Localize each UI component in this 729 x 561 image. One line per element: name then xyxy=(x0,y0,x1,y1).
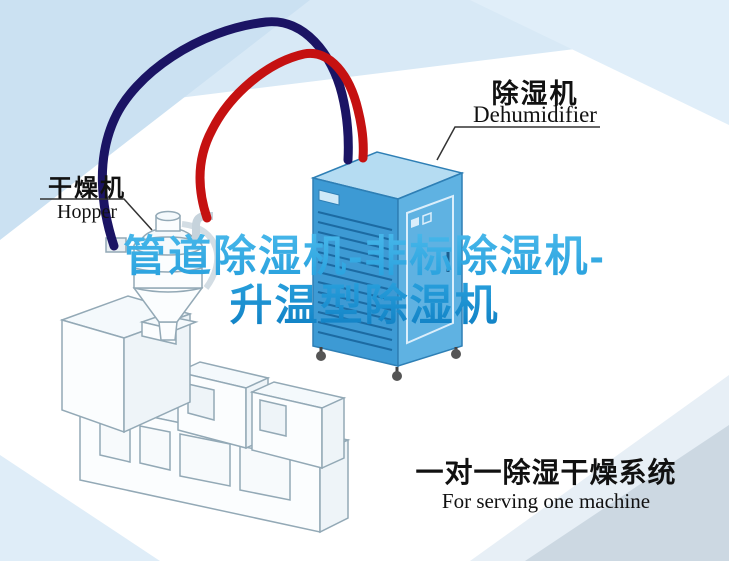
callout-lines xyxy=(40,126,600,231)
dryer-label-en: Hopper xyxy=(57,201,117,223)
machine-guard-boxes xyxy=(175,361,347,470)
caption-en: For serving one machine xyxy=(441,489,651,513)
dehumidifier-door xyxy=(406,194,454,345)
dryer-label-cn: 干燥机 xyxy=(48,175,126,202)
dehumidifier-unit xyxy=(310,151,465,381)
supply-pipe-red xyxy=(195,48,368,223)
main-title: 管道除湿机-非标除湿机- 升温型除湿机 xyxy=(0,233,729,331)
main-title-line1: 管道除湿机-非标除湿机- xyxy=(123,233,606,281)
dehumidifier-callout-line xyxy=(436,126,600,161)
molding-machine xyxy=(59,295,351,534)
background-topleft-triangle xyxy=(0,0,310,240)
hopper-band-line xyxy=(133,267,203,273)
hopper-dryer xyxy=(105,210,221,341)
background-bottomright-gray xyxy=(525,425,729,561)
dehumidifier-label-cn: 除湿机 xyxy=(491,79,579,109)
return-pipe-navy xyxy=(97,17,353,251)
background-topright-triangle xyxy=(470,0,729,125)
background-bottomleft-triangle xyxy=(0,455,160,561)
dryer-callout-line xyxy=(40,198,153,231)
pipes xyxy=(97,17,368,251)
caption-cn: 一对一除湿干燥系统 xyxy=(415,457,677,488)
dehumidifier-label-en: Dehumidifier xyxy=(473,102,597,127)
main-title-line2: 升温型除湿机 xyxy=(229,282,500,330)
dehumidifier-display-panel xyxy=(318,189,340,206)
dehumidifier-vent-slats xyxy=(317,211,393,351)
hopper-rim xyxy=(133,236,203,256)
hopper-bottom-line xyxy=(133,287,203,293)
hopper-cap-top xyxy=(155,210,181,222)
dehumidifier-casters xyxy=(316,347,461,381)
